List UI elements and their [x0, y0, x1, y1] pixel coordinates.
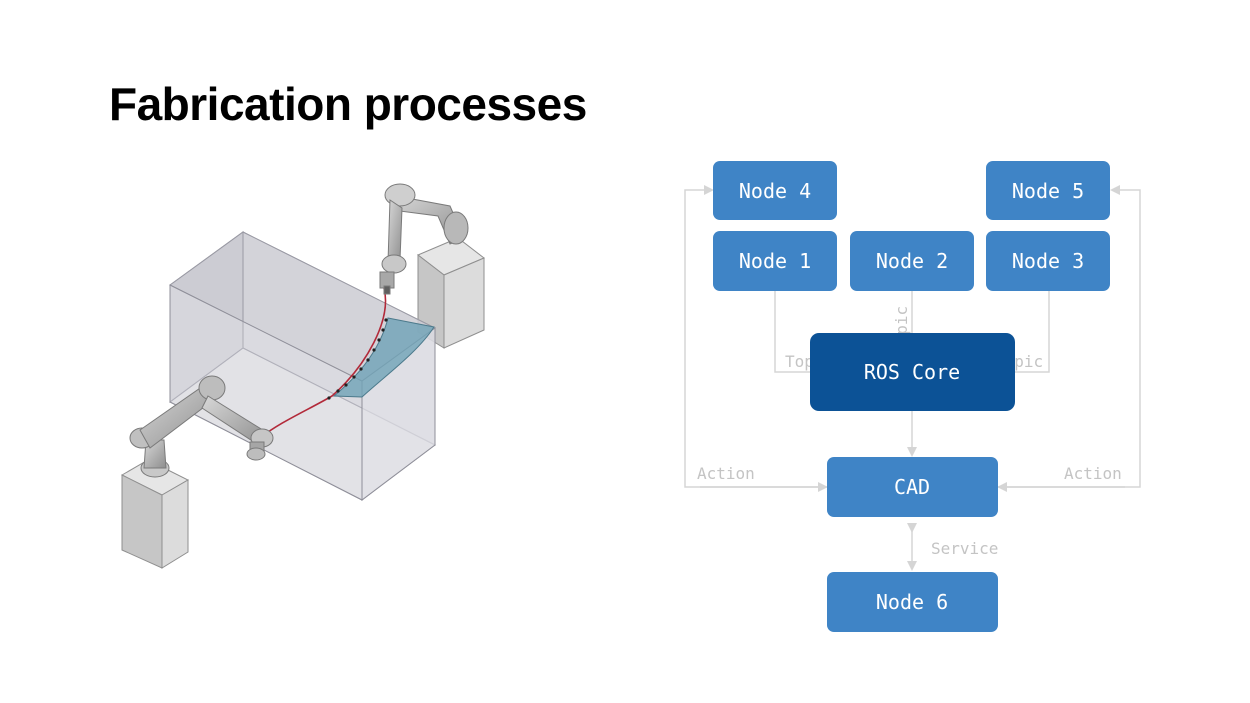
- node-5: Node 5: [986, 161, 1110, 220]
- robot-arm-top: [379, 183, 469, 295]
- slide-title: Fabrication processes: [109, 78, 587, 130]
- cad-label: CAD: [894, 475, 930, 499]
- node-5-label: Node 5: [1012, 179, 1084, 203]
- node-2-label: Node 2: [876, 249, 948, 273]
- node-3: Node 3: [986, 231, 1110, 291]
- work-volume-box: [169, 231, 436, 502]
- node-4: Node 4: [713, 161, 837, 220]
- edge-label-action-right: Action: [1064, 464, 1122, 483]
- edge-label-action-left: Action: [697, 464, 755, 483]
- node-3-label: Node 3: [1012, 249, 1084, 273]
- fabrication-illustration: [120, 183, 485, 569]
- ros-architecture-diagram: Topic Topic Topic Action Action Service …: [684, 161, 1141, 632]
- node-1-label: Node 1: [739, 249, 811, 273]
- robot-arm-bottom: [129, 375, 274, 478]
- robot-base-bottom: [120, 459, 190, 569]
- node-6: Node 6: [827, 572, 998, 632]
- node-4-label: Node 4: [739, 179, 811, 203]
- cad-node: CAD: [827, 457, 998, 517]
- ros-core-node: ROS Core: [810, 333, 1015, 411]
- node-6-label: Node 6: [876, 590, 948, 614]
- edge-node1-ros-core: [774, 291, 810, 373]
- ros-core-label: ROS Core: [864, 360, 960, 384]
- edge-label-service: Service: [931, 539, 998, 558]
- node-2: Node 2: [850, 231, 974, 291]
- fabricated-surface: [259, 287, 435, 439]
- node-1: Node 1: [713, 231, 837, 291]
- edge-node3-ros-core: [1015, 291, 1050, 373]
